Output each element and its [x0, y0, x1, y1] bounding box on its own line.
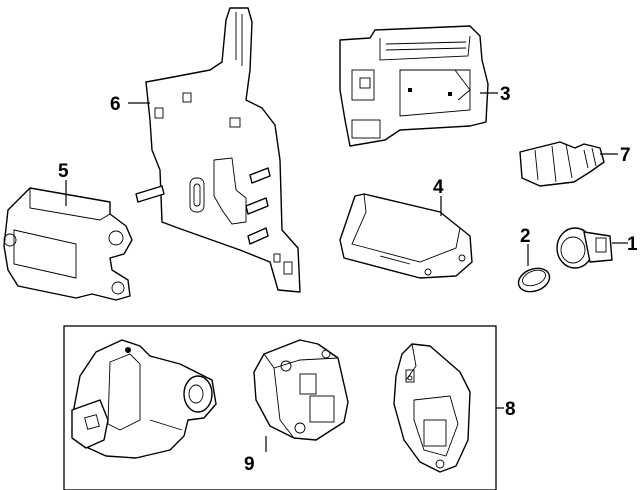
- part-9-actuator[interactable]: [253, 339, 349, 441]
- callout-1: 1: [627, 234, 638, 255]
- part-5-module[interactable]: [3, 187, 133, 301]
- callout-6: 6: [110, 94, 121, 115]
- callout-9: 9: [244, 454, 255, 475]
- callout-4: 4: [433, 177, 444, 198]
- callout-5: 5: [58, 161, 69, 182]
- callout-2: 2: [520, 226, 531, 247]
- callout-7: 7: [620, 145, 631, 166]
- part-1-sensor[interactable]: [556, 227, 613, 269]
- part-4-flat-module[interactable]: [339, 193, 473, 279]
- part-8-sensor-bracket[interactable]: [71, 339, 217, 459]
- part-3-control-module[interactable]: [339, 25, 489, 147]
- part-7-sensor[interactable]: [519, 141, 605, 187]
- callout-8: 8: [505, 399, 516, 420]
- part-8-plug-module[interactable]: [393, 343, 471, 473]
- callout-3: 3: [500, 84, 511, 105]
- part-2-ring[interactable]: [515, 264, 553, 296]
- part-6-bracket[interactable]: [135, 7, 301, 293]
